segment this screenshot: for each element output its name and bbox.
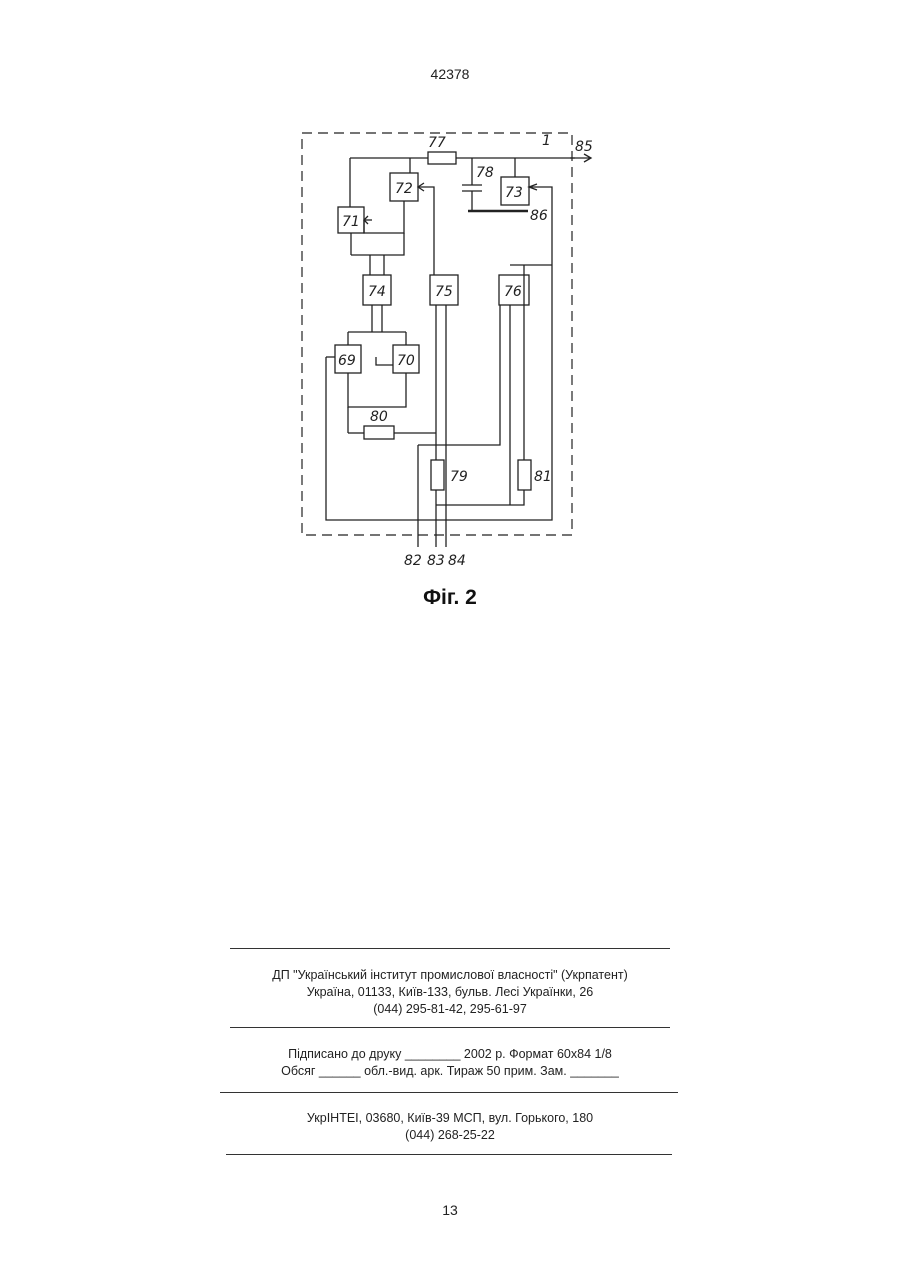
printer-phone: (044) 268-25-22 xyxy=(220,1128,680,1142)
label-78: 78 xyxy=(476,165,494,181)
label-83: 83 xyxy=(427,553,445,569)
label-69: 69 xyxy=(338,353,356,369)
label-84: 84 xyxy=(448,553,466,569)
label-79: 79 xyxy=(450,469,468,485)
label-73: 73 xyxy=(505,185,523,201)
signed-for-print: Підписано до друку ________ 2002 р. Форм… xyxy=(220,1047,680,1061)
resistor-80 xyxy=(364,426,394,439)
label-71: 71 xyxy=(342,214,360,230)
document-number: 42378 xyxy=(0,66,900,82)
resistor-81 xyxy=(518,460,531,490)
volume-circulation: Обсяг ______ обл.-вид. арк. Тираж 50 при… xyxy=(220,1064,680,1078)
resistor-77 xyxy=(428,152,456,164)
divider xyxy=(226,1154,672,1155)
label-72: 72 xyxy=(395,181,413,197)
publisher-phone: (044) 295-81-42, 295-61-97 xyxy=(220,1002,680,1016)
label-77: 77 xyxy=(428,135,446,151)
resistor-79 xyxy=(431,460,444,490)
label-81: 81 xyxy=(534,469,552,485)
label-70: 70 xyxy=(397,353,415,369)
label-75: 75 xyxy=(435,284,453,300)
label-76: 76 xyxy=(504,284,522,300)
label-80: 80 xyxy=(370,409,388,425)
label-82: 82 xyxy=(404,553,422,569)
divider xyxy=(220,1092,678,1093)
divider xyxy=(230,948,670,949)
divider xyxy=(230,1027,670,1028)
label-85: 85 xyxy=(575,139,593,155)
publisher-name: ДП "Український інститут промислової вла… xyxy=(220,968,680,982)
label-86: 86 xyxy=(530,208,548,224)
page-number: 13 xyxy=(0,1202,900,1218)
circuit-block-diagram: 77 1 85 78 72 73 86 71 74 75 76 69 70 80… xyxy=(290,125,610,580)
figure-caption: Фіг. 2 xyxy=(0,586,900,610)
label-74: 74 xyxy=(368,284,386,300)
label-1: 1 xyxy=(542,133,551,149)
publisher-address: Україна, 01133, Київ-133, бульв. Лесі Ук… xyxy=(220,985,680,999)
diagram-canvas: 77 1 85 78 72 73 86 71 74 75 76 69 70 80… xyxy=(290,125,610,580)
printer-address: УкрІНТЕІ, 03680, Київ-39 МСП, вул. Горьк… xyxy=(220,1111,680,1125)
